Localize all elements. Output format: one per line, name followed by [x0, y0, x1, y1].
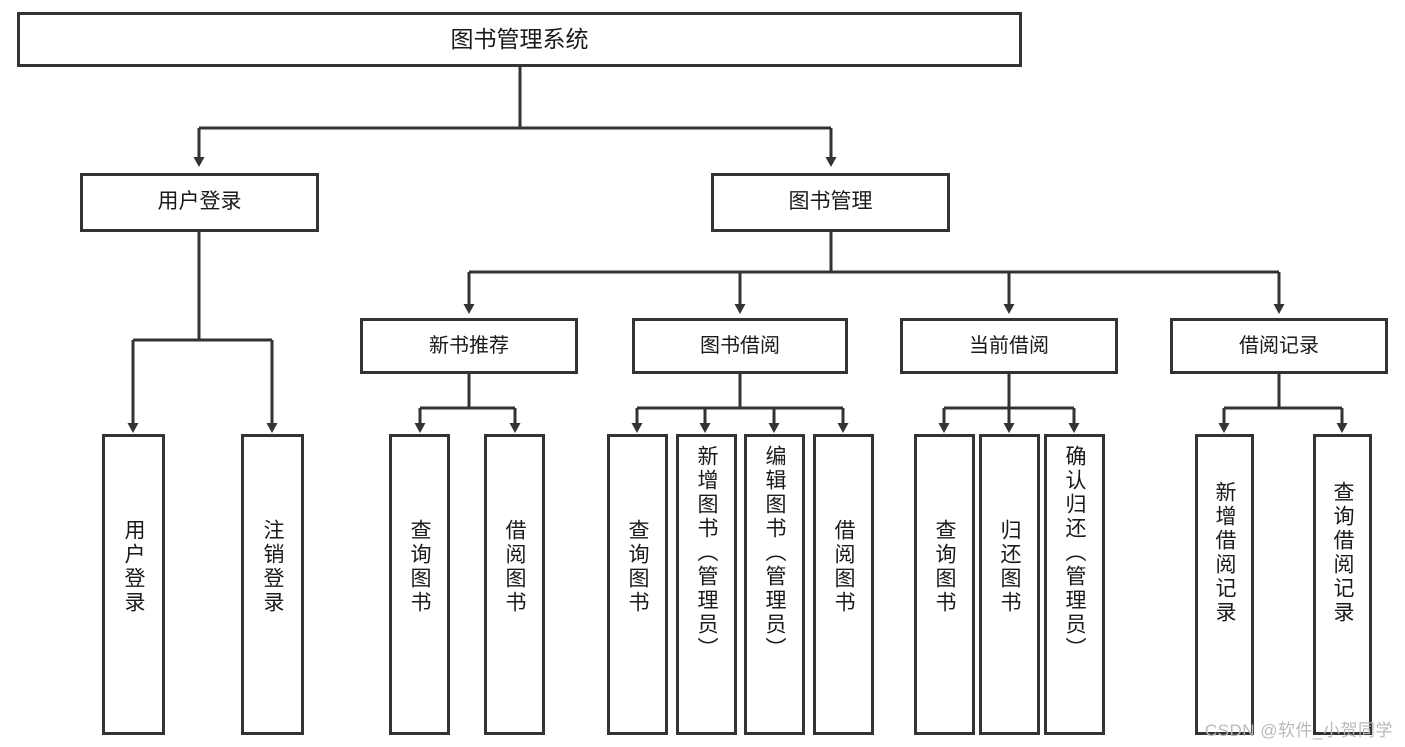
- leaf-recommend-borrow-book[interactable]: 借阅图书: [484, 434, 545, 735]
- node-label: 新书推荐: [429, 334, 509, 357]
- node-label: 查询图书: [933, 519, 956, 615]
- node-label: 图书管理: [788, 190, 873, 214]
- node-label: 注销登录: [261, 519, 284, 615]
- node-label: 查询图书: [408, 519, 431, 615]
- node-label: 当前借阅: [969, 334, 1049, 357]
- node-label: 图书管理系统: [450, 26, 589, 53]
- leaf-borrow-edit-book-admin[interactable]: 编辑图书（管理员）: [744, 434, 805, 735]
- leaf-borrow-borrow-book[interactable]: 借阅图书: [813, 434, 874, 735]
- node-book-borrow[interactable]: 图书借阅: [632, 318, 848, 374]
- leaf-record-add-record[interactable]: 新增借阅记录: [1195, 434, 1254, 735]
- node-label: 查询借阅记录: [1331, 481, 1354, 625]
- node-label: 编辑图书（管理员）: [763, 445, 786, 661]
- node-label: 归还图书: [998, 519, 1021, 615]
- node-new-book-recommend[interactable]: 新书推荐: [360, 318, 578, 374]
- watermark: CSDN @软件_小贺同学: [1204, 721, 1393, 740]
- node-borrow-record[interactable]: 借阅记录: [1170, 318, 1388, 374]
- leaf-borrow-query-book[interactable]: 查询图书: [607, 434, 668, 735]
- node-label: 新增图书（管理员）: [695, 445, 718, 661]
- node-label: 借阅记录: [1239, 334, 1319, 357]
- node-label: 用户登录: [122, 519, 145, 615]
- node-book-management[interactable]: 图书管理: [711, 173, 950, 232]
- node-label: 确认归还（管理员）: [1063, 445, 1086, 661]
- node-label: 借阅图书: [832, 519, 855, 615]
- node-label: 用户登录: [157, 190, 242, 214]
- leaf-user-login-login[interactable]: 用户登录: [102, 434, 165, 735]
- leaf-current-return-book[interactable]: 归还图书: [979, 434, 1040, 735]
- node-current-borrow[interactable]: 当前借阅: [900, 318, 1118, 374]
- node-user-login[interactable]: 用户登录: [80, 173, 319, 232]
- node-label: 新增借阅记录: [1213, 481, 1236, 625]
- leaf-recommend-query-book[interactable]: 查询图书: [389, 434, 450, 735]
- leaf-current-confirm-return-admin[interactable]: 确认归还（管理员）: [1044, 434, 1105, 735]
- leaf-user-login-logout[interactable]: 注销登录: [241, 434, 304, 735]
- node-label: 借阅图书: [503, 519, 526, 615]
- node-root-system[interactable]: 图书管理系统: [17, 12, 1022, 67]
- leaf-current-query-book[interactable]: 查询图书: [914, 434, 975, 735]
- node-label: 图书借阅: [700, 334, 780, 357]
- node-label: 查询图书: [626, 519, 649, 615]
- leaf-borrow-add-book-admin[interactable]: 新增图书（管理员）: [676, 434, 737, 735]
- leaf-record-query-record[interactable]: 查询借阅记录: [1313, 434, 1372, 735]
